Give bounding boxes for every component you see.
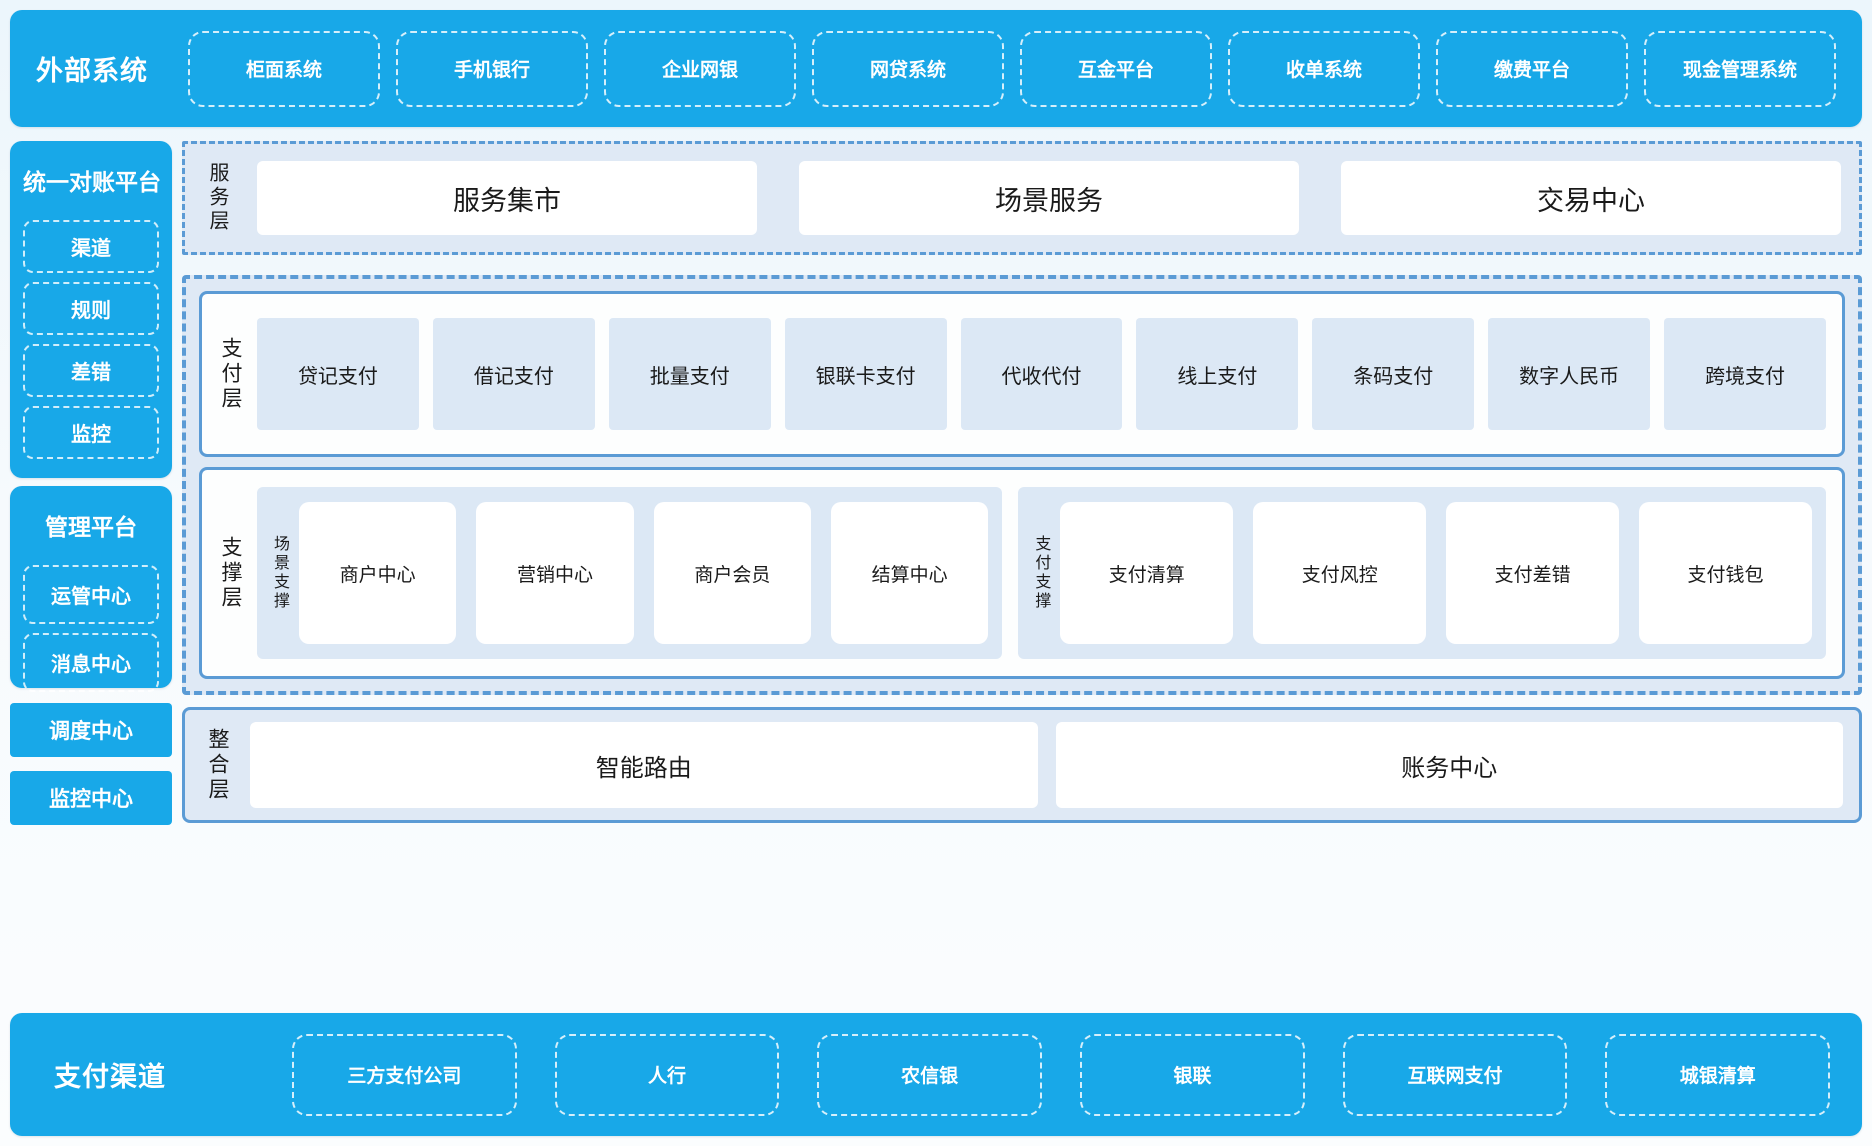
left-sidebar: 统一对账平台 渠道 规则 差错 监控 管理平台 运管中心 消息中心 调度中心 监… xyxy=(10,141,172,826)
service-layer-items: 服务集市 场景服务 交易中心 xyxy=(257,161,1841,236)
payment-item: 数字人民币 xyxy=(1488,318,1651,431)
reconciliation-platform-panel: 统一对账平台 渠道 规则 差错 监控 xyxy=(10,141,172,479)
service-item: 场景服务 xyxy=(799,161,1299,236)
external-systems-bar: 外部系统 柜面系统 手机银行 企业网银 网贷系统 互金平台 收单系统 缴费平台 … xyxy=(10,10,1862,128)
support-card: 支付钱包 xyxy=(1639,502,1812,645)
support-card: 支付差错 xyxy=(1446,502,1620,645)
integration-item: 账务中心 xyxy=(1055,722,1843,809)
support-card: 结算中心 xyxy=(830,502,989,645)
payment-support-items: 支付清算 支付风控 支付差错 支付钱包 xyxy=(1060,502,1812,645)
external-system-item: 缴费平台 xyxy=(1436,30,1628,107)
payment-item: 代收代付 xyxy=(960,318,1123,431)
support-card: 营销中心 xyxy=(476,502,634,645)
external-systems-label: 外部系统 xyxy=(36,56,148,87)
payment-layer-label: 支付层 xyxy=(219,336,242,412)
scene-support-label: 场景支撑 xyxy=(271,535,288,612)
external-system-item: 网贷系统 xyxy=(812,30,1004,107)
payment-item: 银联卡支付 xyxy=(784,318,947,431)
integration-item: 智能路由 xyxy=(250,722,1038,809)
payment-item: 借记支付 xyxy=(432,318,595,431)
service-item: 交易中心 xyxy=(1341,161,1841,236)
external-system-item: 企业网银 xyxy=(604,30,796,107)
external-system-item: 现金管理系统 xyxy=(1644,30,1836,107)
support-card: 支付清算 xyxy=(1060,502,1234,645)
reconciliation-item: 规则 xyxy=(23,282,159,336)
payment-support-group: 支付支撑 支付清算 支付风控 支付差错 支付钱包 xyxy=(1018,487,1826,660)
payment-item: 线上支付 xyxy=(1136,318,1299,431)
payment-channel-item: 三方支付公司 xyxy=(292,1033,517,1116)
service-item: 服务集市 xyxy=(257,161,757,236)
payment-channels-bar: 支付渠道 三方支付公司 人行 农信银 银联 互联网支付 城银清算 xyxy=(10,1013,1862,1136)
support-layer-groups: 场景支撑 商户中心 营销中心 商户会员 结算中心 支付支撑 支付清算 xyxy=(257,487,1826,660)
support-layer: 支撑层 场景支撑 商户中心 营销中心 商户会员 结算中心 xyxy=(199,467,1845,680)
payment-channel-item: 城银清算 xyxy=(1605,1033,1831,1116)
external-system-item: 互金平台 xyxy=(1020,30,1212,107)
reconciliation-item: 渠道 xyxy=(23,220,159,274)
support-card: 商户中心 xyxy=(299,502,457,645)
integration-layer: 整合层 智能路由 账务中心 xyxy=(182,707,1862,824)
payment-channel-item: 互联网支付 xyxy=(1342,1033,1568,1116)
scene-support-items: 商户中心 营销中心 商户会员 结算中心 xyxy=(299,502,989,645)
external-system-item: 手机银行 xyxy=(396,30,588,107)
support-card: 支付风控 xyxy=(1253,502,1427,645)
management-item: 运管中心 xyxy=(23,565,159,625)
reconciliation-platform-title: 统一对账平台 xyxy=(23,169,161,196)
scene-support-group: 场景支撑 商户中心 营销中心 商户会员 结算中心 xyxy=(257,487,1003,660)
main-column: 服务层 服务集市 场景服务 交易中心 支付层 贷记支付 借记支付 批量支付 银联… xyxy=(182,141,1862,824)
dispatch-center-block: 调度中心 xyxy=(10,703,172,758)
middle-row: 统一对账平台 渠道 规则 差错 监控 管理平台 运管中心 消息中心 调度中心 监… xyxy=(10,141,1862,826)
support-card: 商户会员 xyxy=(653,502,811,645)
payment-item: 批量支付 xyxy=(608,318,771,431)
external-system-item: 柜面系统 xyxy=(188,30,380,107)
payment-channels-label: 支付渠道 xyxy=(54,1062,166,1093)
support-layer-label: 支撑层 xyxy=(219,535,242,611)
management-platform-title: 管理平台 xyxy=(45,514,137,541)
service-layer-label: 服务层 xyxy=(206,162,228,235)
monitoring-center-block: 监控中心 xyxy=(10,771,172,826)
integration-layer-label: 整合层 xyxy=(206,727,229,803)
payment-support-label: 支付支撑 xyxy=(1032,535,1050,612)
management-platform-panel: 管理平台 运管中心 消息中心 xyxy=(10,486,172,693)
payment-channel-item: 银联 xyxy=(1080,1033,1305,1116)
payment-channel-item: 人行 xyxy=(554,1033,780,1116)
reconciliation-item: 监控 xyxy=(23,406,159,460)
reconciliation-item: 差错 xyxy=(23,344,159,398)
payment-layer: 支付层 贷记支付 借记支付 批量支付 银联卡支付 代收代付 线上支付 条码支付 … xyxy=(199,291,1845,458)
payment-channel-item: 农信银 xyxy=(817,1033,1043,1116)
payment-item: 条码支付 xyxy=(1312,318,1475,431)
payment-layer-items: 贷记支付 借记支付 批量支付 银联卡支付 代收代付 线上支付 条码支付 数字人民… xyxy=(257,318,1827,431)
payment-channels-items: 三方支付公司 人行 农信银 银联 互联网支付 城银清算 xyxy=(292,1013,1831,1136)
external-systems-items: 柜面系统 手机银行 企业网银 网贷系统 互金平台 收单系统 缴费平台 现金管理系… xyxy=(188,10,1836,127)
management-item: 消息中心 xyxy=(23,633,159,693)
payment-support-container: 支付层 贷记支付 借记支付 批量支付 银联卡支付 代收代付 线上支付 条码支付 … xyxy=(182,275,1862,696)
payment-item: 贷记支付 xyxy=(257,318,419,431)
service-layer: 服务层 服务集市 场景服务 交易中心 xyxy=(182,141,1862,256)
integration-layer-items: 智能路由 账务中心 xyxy=(250,722,1843,809)
external-system-item: 收单系统 xyxy=(1228,30,1420,107)
payment-item: 跨境支付 xyxy=(1664,318,1827,431)
